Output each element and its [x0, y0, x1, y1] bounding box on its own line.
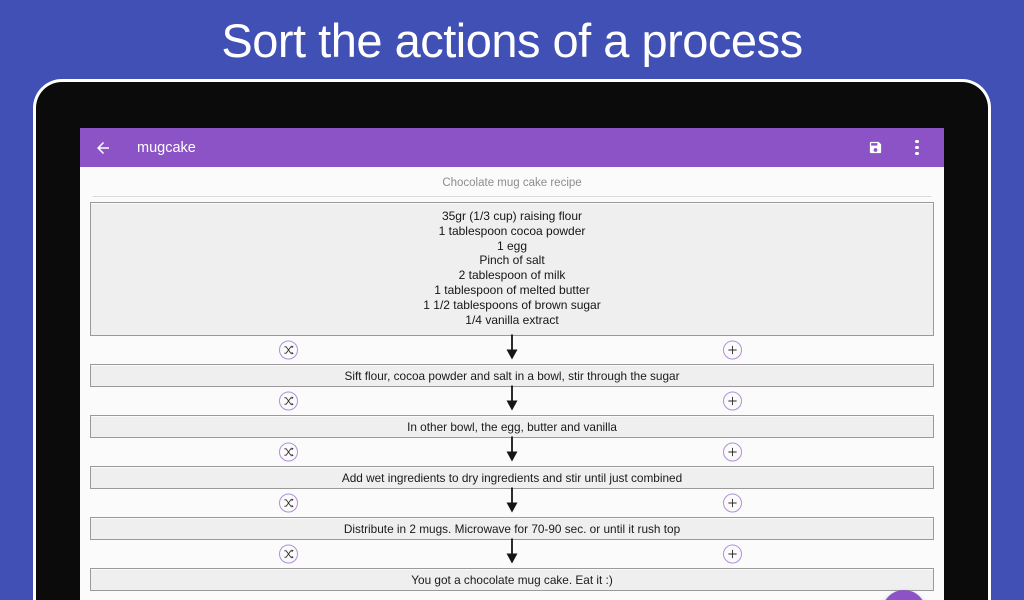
add-circle-icon[interactable] — [723, 442, 742, 462]
swap-icon[interactable] — [279, 340, 298, 360]
swap-icon[interactable] — [279, 493, 298, 513]
step-row[interactable]: You got a chocolate mug cake. Eat it :) — [90, 568, 934, 592]
ingredient-line: 1 egg — [496, 238, 528, 253]
connector-row — [90, 385, 934, 417]
tablet-device-frame: mugcake Chocolate mug cake recipe 35gr (… — [36, 82, 988, 600]
ingredient-line: 1/4 vanilla extract — [465, 312, 559, 327]
recipe-content: Chocolate mug cake recipe 35gr (1/3 cup)… — [80, 167, 944, 600]
connector-row — [90, 538, 934, 570]
step-row[interactable]: Sift flour, cocoa powder and salt in a b… — [90, 364, 934, 388]
add-circle-icon[interactable] — [723, 391, 742, 411]
swap-icon[interactable] — [279, 544, 298, 564]
ingredients-box[interactable]: 35gr (1/3 cup) raising flour 1 tablespoo… — [90, 202, 934, 337]
down-arrow-icon — [506, 436, 519, 468]
back-arrow-icon[interactable] — [90, 135, 116, 161]
connector-row — [90, 436, 934, 468]
app-bar: mugcake — [80, 128, 944, 167]
app-bar-title: mugcake — [137, 139, 196, 156]
ingredient-line: Pinch of salt — [479, 253, 545, 268]
add-circle-icon[interactable] — [723, 544, 742, 564]
save-floppy-icon[interactable] — [862, 135, 888, 161]
overflow-menu-icon[interactable] — [904, 135, 930, 161]
ingredient-line: 1 1/2 tablespoons of brown sugar — [423, 297, 601, 312]
down-arrow-icon — [506, 487, 519, 519]
down-arrow-icon — [506, 385, 519, 417]
ingredient-line: 1 tablespoon cocoa powder — [438, 223, 586, 238]
step-row[interactable]: Add wet ingredients to dry ingredients a… — [90, 466, 934, 490]
ingredient-line: 2 tablespoon of milk — [458, 268, 566, 283]
title-divider — [93, 196, 931, 197]
add-circle-icon[interactable] — [723, 340, 742, 360]
recipe-title: Chocolate mug cake recipe — [442, 177, 582, 189]
down-arrow-icon — [506, 334, 519, 366]
ingredient-line: 35gr (1/3 cup) raising flour — [441, 209, 583, 223]
edit-fab-button[interactable] — [882, 590, 926, 600]
add-circle-icon[interactable] — [723, 493, 742, 513]
swap-icon[interactable] — [279, 391, 298, 411]
promo-headline: Sort the actions of a process — [221, 14, 803, 67]
step-row[interactable]: Distribute in 2 mugs. Microwave for 70-9… — [90, 517, 934, 541]
step-row[interactable]: In other bowl, the egg, butter and vanil… — [90, 415, 934, 439]
connector-row — [90, 334, 934, 366]
tablet-screen: mugcake Chocolate mug cake recipe 35gr (… — [80, 128, 944, 600]
swap-icon[interactable] — [279, 442, 298, 462]
connector-row — [90, 487, 934, 519]
ingredient-line: 1 tablespoon of melted butter — [434, 282, 590, 297]
down-arrow-icon — [506, 538, 519, 570]
